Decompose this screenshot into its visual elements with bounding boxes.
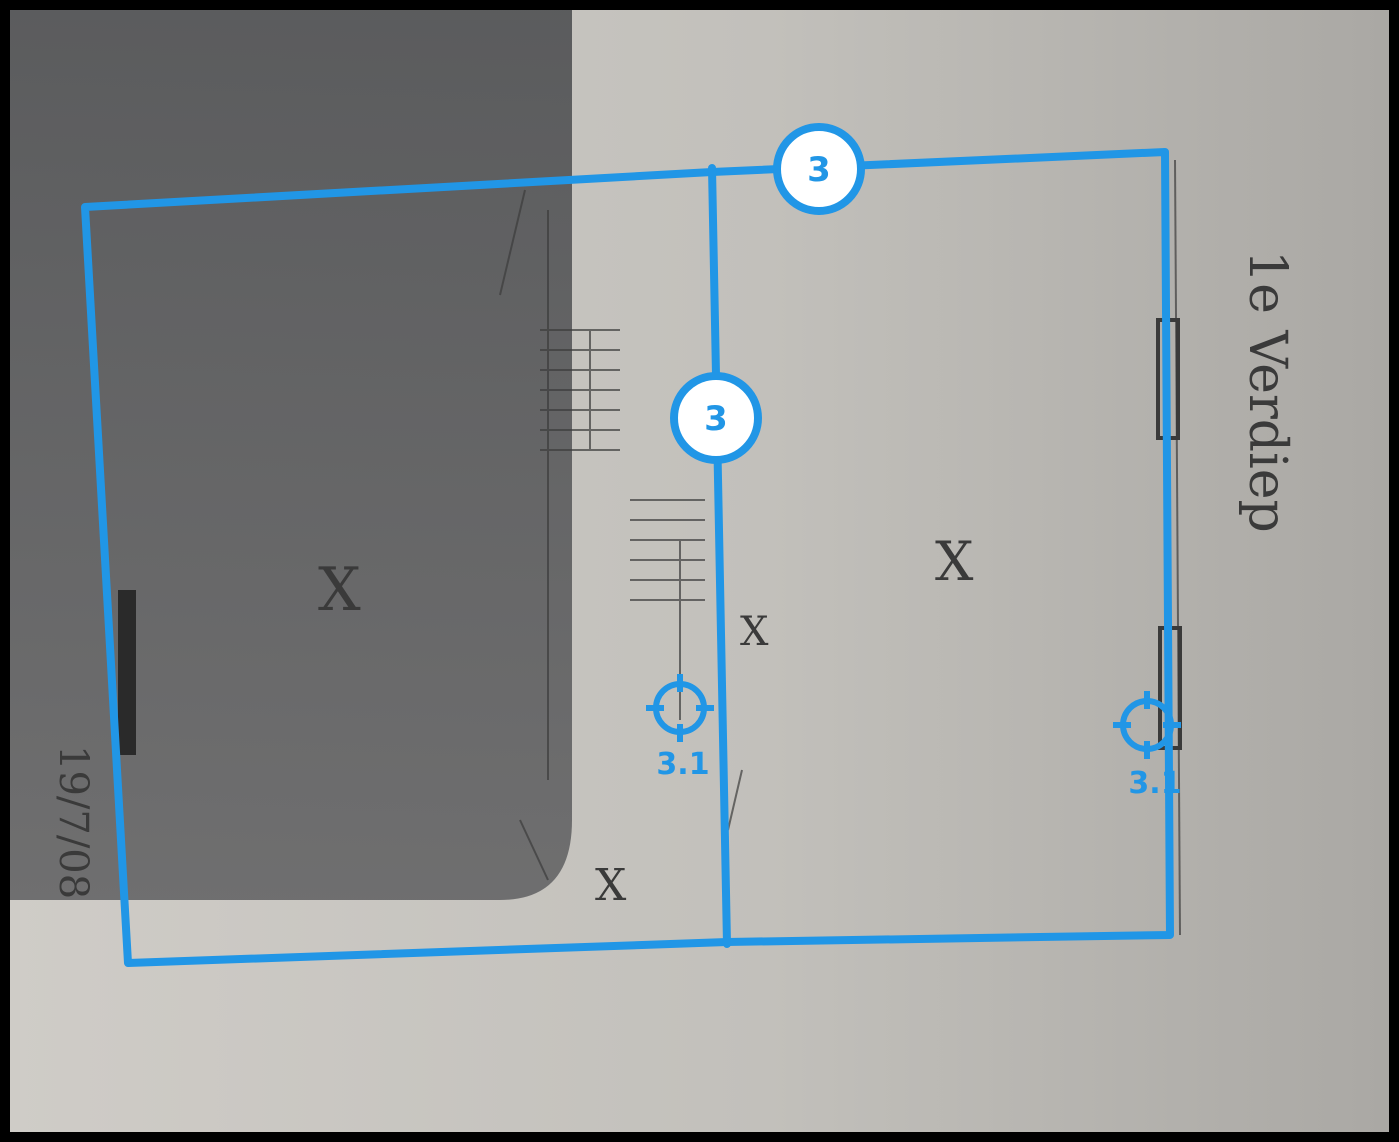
sketch-handwriting: 1e Verdiep 19/7/08 X X X X xyxy=(50,250,1297,911)
wall-badge-divider[interactable]: 3 xyxy=(670,372,762,464)
sketch-cross-left: X xyxy=(318,555,361,625)
photo-shadow-region xyxy=(10,10,572,900)
point-marker-right[interactable]: 3.1 xyxy=(1113,691,1182,801)
wall-badge-label: 3 xyxy=(807,150,831,190)
sketch-wall-mark xyxy=(118,590,136,755)
sketch-cross-right: X xyxy=(935,530,974,593)
crosshair-icon xyxy=(1113,691,1181,759)
sketch-lines xyxy=(499,159,1181,936)
wall-badge-label: 3 xyxy=(704,399,728,439)
point-marker-label: 3.1 xyxy=(1128,766,1181,801)
wall-badge-top[interactable]: 3 xyxy=(773,123,865,215)
sketch-cross-door: X xyxy=(740,609,769,655)
sketch-title: 1e Verdiep xyxy=(1237,250,1297,533)
sketch-cross-mid: X xyxy=(595,860,627,911)
room-outline[interactable] xyxy=(81,148,1174,967)
point-marker-left[interactable]: 3.1 xyxy=(646,674,714,782)
room-divider-wall[interactable] xyxy=(708,164,731,948)
sketch-date: 19/7/08 xyxy=(50,745,96,899)
dimension-badge-circle xyxy=(773,123,865,215)
dimension-badge-circle xyxy=(670,372,762,464)
point-marker-label: 3.1 xyxy=(656,747,709,782)
crosshair-icon xyxy=(646,674,714,742)
